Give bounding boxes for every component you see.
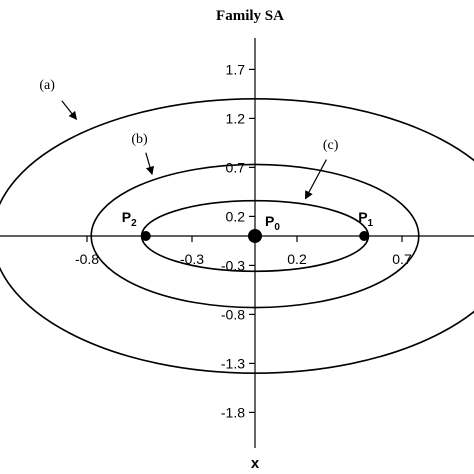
point-P2 xyxy=(140,231,151,241)
x-tick-label: 0.2 xyxy=(287,251,307,267)
y-tick-label: -0.8 xyxy=(221,306,245,322)
x-tick-label: -0.8 xyxy=(75,251,99,267)
y-tick-label: 0.2 xyxy=(226,208,246,224)
y-tick-label: 0.7 xyxy=(226,159,246,175)
y-tick-label: -1.3 xyxy=(221,355,245,371)
figure-title: Family SA xyxy=(216,8,284,24)
curve-arrow-a xyxy=(61,100,78,121)
point-label-P2: P2 xyxy=(122,209,137,229)
point-label-P0: P0 xyxy=(265,213,280,233)
point-P1 xyxy=(359,231,370,241)
curve-label-a: (a) xyxy=(39,78,55,93)
curve-b xyxy=(90,163,420,309)
x-tick-label: -0.3 xyxy=(180,251,204,267)
point-P0 xyxy=(248,229,262,243)
curve-a xyxy=(0,98,474,374)
plot-area: 1.7 1.2 0.7 0.2 -0.3 -0.8 -1.3 -1.8 -0.8 -0.3 0.2 0… xyxy=(0,38,474,448)
y-tick-label: -0.3 xyxy=(221,257,245,273)
curve-arrow-b xyxy=(145,152,155,176)
point-label-P1: P1 xyxy=(358,209,373,229)
y-tick-label: 1.7 xyxy=(226,61,246,77)
curve-label-b: (b) xyxy=(131,132,148,147)
y-tick-label: -1.8 xyxy=(221,404,245,420)
x-tick-label: 0.7 xyxy=(392,251,412,267)
x-axis-title: x xyxy=(251,455,260,472)
curve-label-c: (c) xyxy=(323,138,339,153)
y-tick-label: 1.2 xyxy=(226,110,246,126)
curve-arrow-c xyxy=(304,159,327,200)
